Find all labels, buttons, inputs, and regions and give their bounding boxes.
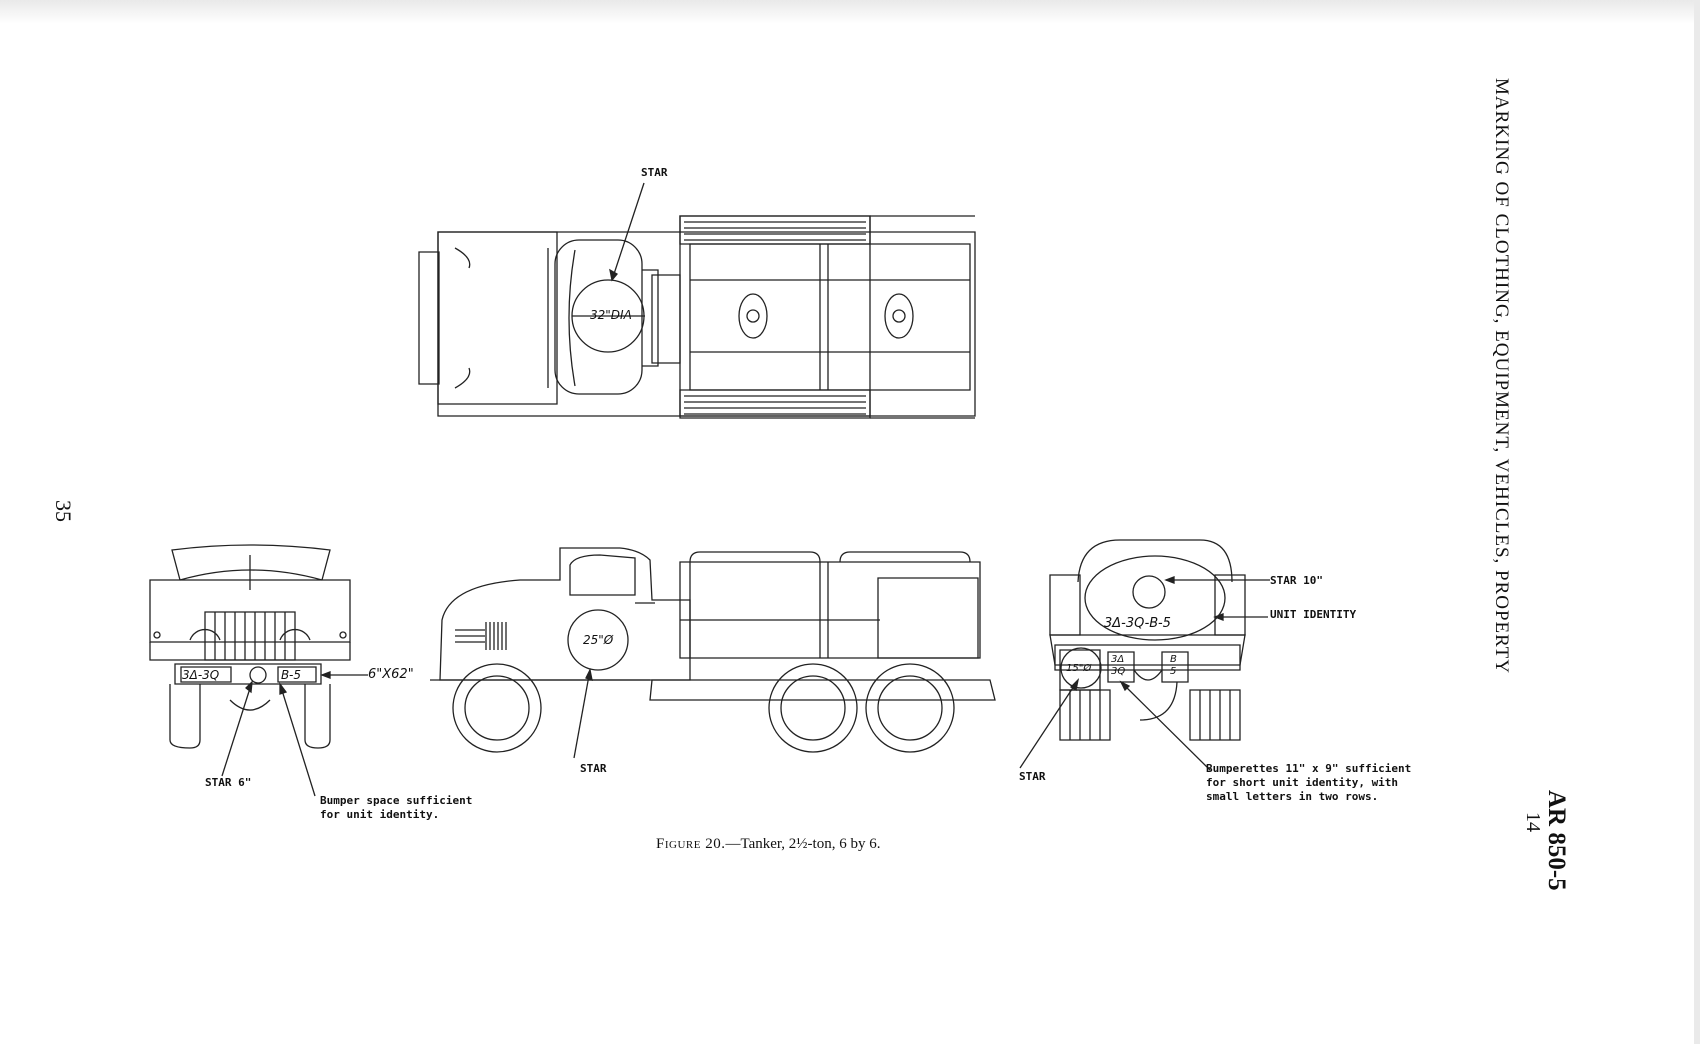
front-bumper bbox=[175, 664, 321, 684]
bumperette-left-text: 3Δ 3Q bbox=[1111, 654, 1126, 677]
front-bumper-left-text: 3Δ-3Q bbox=[182, 668, 220, 682]
rear-star-top bbox=[1133, 576, 1165, 608]
top-view-drawing bbox=[419, 183, 975, 418]
bumperette-note: Bumperettes 11" x 9" sufficient for shor… bbox=[1206, 762, 1412, 803]
page-edge bbox=[1694, 0, 1700, 1044]
bumper-space-note: Bumper space sufficient for unit identit… bbox=[320, 794, 473, 821]
front-bumper-dimension: 6"X62" bbox=[368, 667, 414, 682]
figure-caption: Figure 20.—Tanker, 2½-ton, 6 by 6. bbox=[656, 836, 880, 853]
caption-text: —Tanker, 2½-ton, 6 by 6. bbox=[725, 836, 881, 852]
rear-tank-identity: 3Δ-3Q-B-5 bbox=[1104, 616, 1171, 631]
side-view-drawing bbox=[430, 548, 995, 758]
bumperette-right-text: B 5 bbox=[1170, 654, 1177, 677]
side-star-dimension: 25"Ø bbox=[583, 633, 614, 647]
top-star-label: STAR bbox=[641, 166, 668, 179]
rear-view-drawing bbox=[1020, 540, 1270, 770]
rear-tank-oval bbox=[1085, 556, 1225, 640]
unit-identity-label: UNIT IDENTITY bbox=[1270, 608, 1357, 621]
front-star-circle bbox=[250, 667, 266, 683]
side-star-circle bbox=[568, 610, 628, 670]
rear-star-circle bbox=[1061, 648, 1101, 688]
rear-star-dimension: 15"Ø bbox=[1066, 663, 1092, 674]
rear-star-label: STAR bbox=[1019, 770, 1046, 783]
top-star-dimension: 32"DIA bbox=[590, 308, 632, 322]
top-star-leader bbox=[612, 183, 644, 280]
rear-star-top-label: STAR 10" bbox=[1270, 574, 1323, 587]
front-star-label: STAR 6" bbox=[205, 776, 252, 789]
front-bumper-right-text: B-5 bbox=[281, 668, 301, 682]
caption-prefix: Figure 20. bbox=[656, 836, 726, 852]
side-star-label: STAR bbox=[580, 762, 607, 775]
front-view-drawing bbox=[150, 545, 368, 796]
